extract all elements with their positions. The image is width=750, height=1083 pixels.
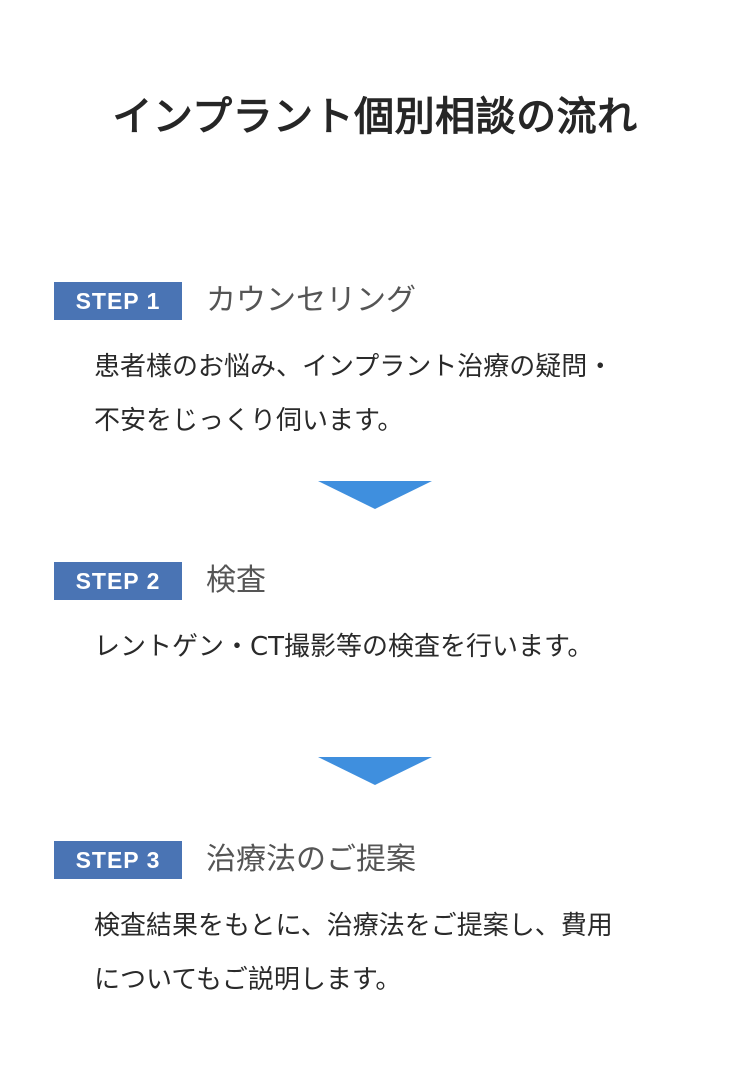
step-3-description-line-2: についてもご説明します。 (94, 965, 402, 995)
step-1-description-line-1: 患者様のお悩み、インプラント治療の疑問・ (94, 352, 614, 382)
step-2-badge: STEP 2 (54, 562, 182, 600)
step-2-description-line-1: レントゲン・CT撮影等の検査を行います。 (94, 632, 594, 662)
step-2-description: レントゲン・CT撮影等の検査を行います。 (94, 620, 714, 674)
step-3-badge: STEP 3 (54, 841, 182, 879)
step-3-header: STEP 3 治療法のご提案 (54, 841, 416, 879)
step-1-title: カウンセリング (206, 283, 416, 318)
chevron-down-triangle-icon (318, 757, 432, 785)
step-1-badge: STEP 1 (54, 282, 182, 320)
step-3-description-line-1: 検査結果をもとに、治療法をご提案し、費用 (94, 911, 613, 941)
step-3-description: 検査結果をもとに、治療法をご提案し、費用 についてもご説明します。 (94, 899, 714, 1007)
page-title: インプラント個別相談の流れ (112, 93, 638, 140)
step-1-header: STEP 1 カウンセリング (54, 282, 416, 320)
step-1-description: 患者様のお悩み、インプラント治療の疑問・ 不安をじっくり伺います。 (94, 340, 714, 448)
chevron-down-triangle-icon (318, 481, 432, 509)
step-2-title: 検査 (206, 563, 266, 598)
step-2-header: STEP 2 検査 (54, 562, 266, 600)
step-3-title: 治療法のご提案 (206, 842, 416, 877)
step-1-description-line-2: 不安をじっくり伺います。 (94, 406, 404, 436)
